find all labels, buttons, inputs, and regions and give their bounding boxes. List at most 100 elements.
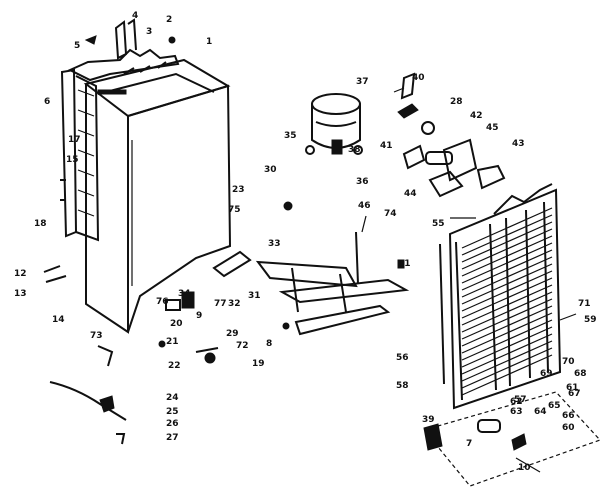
relay-assembly [397, 72, 506, 198]
part-callout-10: 10 [518, 463, 531, 473]
part-callout-2: 2 [166, 15, 172, 25]
part-callout-26: 26 [166, 419, 179, 429]
coil-fin [461, 354, 553, 396]
part-callout-42: 42 [470, 111, 483, 121]
part-callout-24: 24 [166, 393, 179, 403]
part-callout-61: 61 [566, 383, 579, 393]
drain-pan [422, 391, 602, 487]
part-callout-58: 58 [396, 381, 409, 391]
coil-fin [461, 249, 553, 291]
part-callout-29: 29 [226, 329, 239, 339]
coil-fin [461, 277, 553, 319]
part-callout-25: 25 [166, 407, 179, 417]
coil-fin [461, 333, 553, 375]
coil-fins [461, 207, 553, 396]
part-callout-69: 69 [540, 369, 553, 379]
coil-fin [461, 312, 553, 354]
part-callout-56: 56 [396, 353, 409, 363]
part-callout-31: 31 [248, 291, 261, 301]
part-callout-59: 59 [584, 315, 597, 325]
coil-fin [461, 235, 553, 277]
part-callout-65: 65 [548, 401, 561, 411]
part-callout-41: 41 [380, 141, 393, 151]
coil-fin [461, 256, 553, 298]
coil-fin [461, 207, 553, 249]
part-callout-62: 62 [510, 397, 523, 407]
part-callout-34: 34 [178, 289, 191, 299]
part-callout-75: 75 [228, 205, 241, 215]
condenser-coil [439, 183, 562, 410]
coil-fin [461, 242, 553, 284]
part-callout-15: 15 [66, 155, 79, 165]
part-callout-45: 45 [486, 123, 499, 133]
part-callout-37: 37 [356, 77, 369, 87]
coil-fin [461, 228, 553, 270]
part-callout-38: 38 [348, 145, 361, 155]
part-callout-74: 74 [384, 209, 397, 219]
base-frame [255, 231, 410, 336]
part-callout-6: 6 [44, 97, 50, 107]
coil-fin [461, 263, 553, 305]
part-callout-7: 7 [466, 439, 472, 449]
cabinet-body [83, 58, 232, 334]
coil-fin [461, 347, 553, 389]
part-callout-43: 43 [512, 139, 525, 149]
leader-lines [361, 87, 577, 473]
part-callout-35: 35 [284, 131, 297, 141]
part-callout-67: 67 [568, 389, 581, 399]
part-callout-39: 39 [422, 415, 435, 425]
part-callout-36: 36 [356, 177, 369, 187]
part-callout-5: 5 [74, 41, 80, 51]
part-callout-19: 19 [252, 359, 265, 369]
part-callout-30: 30 [264, 165, 277, 175]
part-callout-14: 14 [52, 315, 65, 325]
part-callout-27: 27 [166, 433, 179, 443]
part-callout-64: 64 [534, 407, 547, 417]
part-callout-28: 28 [450, 97, 463, 107]
part-callout-1: 1 [206, 37, 212, 47]
small-parts [43, 201, 293, 445]
part-callout-46: 46 [358, 201, 371, 211]
part-callout-33: 33 [268, 239, 281, 249]
coil-fin [461, 221, 553, 263]
part-callout-3: 3 [146, 27, 152, 37]
part-callout-23: 23 [232, 185, 245, 195]
coil-fin [461, 214, 553, 256]
coil-fin [461, 298, 553, 340]
part-callout-55: 55 [432, 219, 445, 229]
part-callout-21: 21 [166, 337, 179, 347]
part-callout-72: 72 [236, 341, 249, 351]
part-callout-4: 4 [132, 11, 138, 21]
coil-fin [461, 270, 553, 312]
part-callout-44: 44 [404, 189, 417, 199]
part-callout-17: 17 [68, 135, 81, 145]
part-callout-13: 13 [14, 289, 27, 299]
coil-fin [461, 305, 553, 347]
part-callout-70: 70 [562, 357, 575, 367]
part-callout-63: 63 [510, 407, 523, 417]
callout-layer: 1234567891011121314151718192021222324252… [14, 11, 597, 473]
part-callout-40: 40 [412, 73, 425, 83]
part-callout-22: 22 [168, 361, 181, 371]
part-callout-32: 32 [228, 299, 241, 309]
part-callout-9: 9 [196, 311, 202, 321]
part-callout-71: 71 [578, 299, 591, 309]
part-callout-68: 68 [574, 369, 587, 379]
part-callout-73: 73 [90, 331, 103, 341]
part-callout-76: 76 [156, 297, 169, 307]
part-callout-60: 60 [562, 423, 575, 433]
part-callout-57: 57 [514, 395, 527, 405]
top-bracket [84, 18, 176, 60]
part-callout-11: 11 [398, 259, 411, 269]
compressor [305, 93, 363, 155]
part-callout-12: 12 [14, 269, 27, 279]
coil-fin [461, 319, 553, 361]
part-callout-18: 18 [34, 219, 47, 229]
part-callout-77: 77 [214, 299, 227, 309]
coil-fin [461, 326, 553, 368]
part-callout-66: 66 [562, 411, 575, 421]
part-callout-8: 8 [266, 339, 272, 349]
coil-fin [461, 291, 553, 333]
